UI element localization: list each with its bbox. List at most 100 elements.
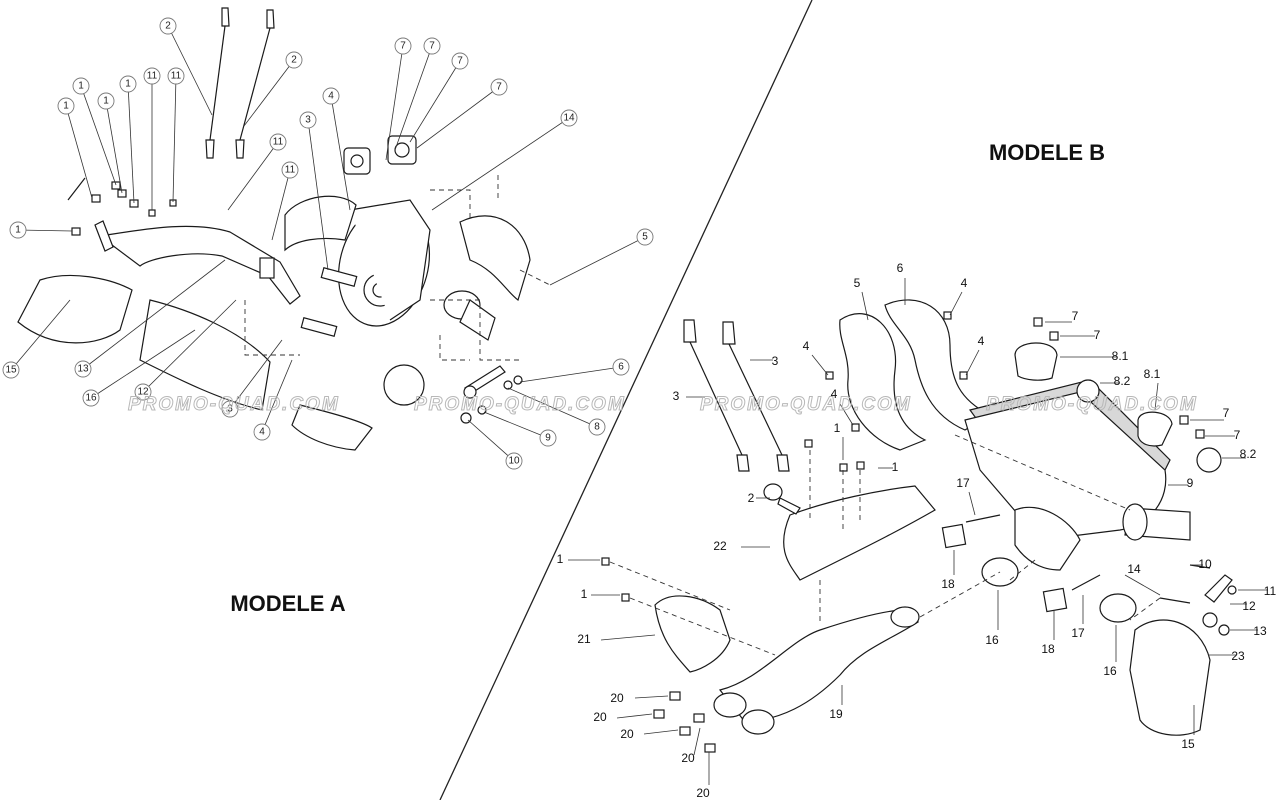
callout-b: 5 (854, 276, 869, 321)
callout-a: 13 (74, 259, 226, 378)
callout-a: 7 (394, 37, 441, 151)
divider-line (439, 0, 813, 800)
clamp-b16b (1099, 593, 1137, 623)
callout-number: 4 (259, 427, 265, 438)
callout-number: 4 (961, 276, 968, 290)
watermark-4: PROMO-QUAD.COM (986, 394, 1198, 415)
callout-number: 20 (593, 710, 607, 724)
callout-a: 11 (227, 133, 287, 211)
callout-b: 21 (577, 632, 656, 646)
callout-b: 2 (748, 491, 770, 505)
callout-a: 7 (416, 78, 508, 149)
callout-b: 18 (941, 550, 955, 591)
callout-number: 1 (78, 81, 84, 92)
callout-a: 11 (143, 67, 161, 210)
watermark-band: PROMO-QUAD.COM PROMO-QUAD.COM PROMO-QUAD… (128, 394, 1198, 416)
bolts-a-left (67, 177, 177, 236)
o2-sensor-b2 (722, 321, 790, 472)
callout-number: 7 (1223, 406, 1230, 420)
model-a-drawing (17, 7, 551, 451)
muffler-shield-a-left (284, 195, 357, 252)
callout-number: 7 (400, 41, 406, 52)
callout-a: 1 (9, 221, 73, 239)
callout-number: 14 (563, 113, 575, 124)
muffler-shield-a-right (459, 215, 531, 302)
callout-number: 7 (429, 41, 435, 52)
callout-b: 13 (1230, 624, 1267, 638)
callout-b: 8.1 (1060, 349, 1129, 363)
callout-b: 7 (1205, 428, 1241, 442)
title-modele-b: MODELE B (989, 140, 1105, 165)
callout-number: 20 (620, 727, 634, 741)
callout-number: 8.2 (1240, 447, 1257, 461)
callout-a: 1 (72, 77, 117, 186)
callout-b: 11 (1238, 584, 1277, 598)
callout-number: 3 (772, 354, 779, 368)
heat-shield-a15 (17, 274, 133, 344)
callout-number: 3 (673, 389, 680, 403)
tailpipe-a (443, 290, 496, 341)
callout-number: 10 (1198, 557, 1212, 571)
callout-b: 23 (1208, 649, 1245, 663)
heat-shield-b22 (783, 485, 936, 581)
callout-a: 14 (431, 109, 578, 211)
clamp-ring-a (383, 364, 425, 406)
callout-a: 9 (483, 411, 557, 447)
callout-number: 7 (1234, 428, 1241, 442)
callout-number: 7 (496, 82, 502, 93)
callout-number: 2 (291, 55, 297, 66)
heat-shield-a16 (139, 299, 271, 411)
callout-number: 11 (171, 71, 182, 82)
o2-sensor-a1 (205, 7, 230, 159)
callout-a: 4 (253, 359, 293, 441)
header-pipe-b19 (718, 609, 920, 723)
callout-number: 13 (77, 364, 89, 375)
callout-number: 13 (1253, 624, 1267, 638)
callout-b: 20 (681, 727, 701, 765)
bracket-a (460, 365, 523, 424)
o2-sensor-b1 (683, 319, 750, 472)
heat-shield-b21 (654, 595, 731, 673)
callout-b: 3 (673, 389, 705, 403)
callout-b: 8.1 (1144, 367, 1161, 411)
callout-a: 6 (519, 358, 630, 383)
callout-a: 16 (82, 329, 196, 407)
callout-number: 8 (594, 422, 600, 433)
callout-b: 1 (581, 587, 620, 601)
callout-b: 4 (965, 334, 985, 376)
callout-b: 20 (696, 752, 710, 800)
grommet-b2 (763, 483, 801, 515)
callout-number: 7 (1094, 328, 1101, 342)
callout-number: 7 (457, 56, 463, 67)
callout-number: 8.1 (1112, 349, 1129, 363)
callout-b: 1 (834, 421, 844, 460)
callout-a: 1 (97, 92, 123, 194)
callout-number: 2 (748, 491, 755, 505)
callout-number: 11 (273, 137, 284, 148)
callout-a: 11 (271, 161, 299, 241)
callout-a: 5 (549, 228, 654, 286)
heat-shield-b5 (839, 313, 927, 451)
callout-b: 20 (610, 691, 669, 705)
callout-number: 5 (642, 232, 648, 243)
callout-b: 9 (1168, 476, 1194, 490)
callout-number: 20 (681, 751, 695, 765)
callout-b: 20 (620, 727, 679, 741)
callout-number: 2 (165, 21, 171, 32)
callout-a: 7 (409, 52, 469, 143)
callout-number: 1 (63, 101, 69, 112)
callout-number: 1 (581, 587, 588, 601)
callout-a: 2 (159, 17, 213, 116)
callout-a: 3 (221, 339, 283, 418)
callout-b: 4 (949, 276, 968, 316)
callout-number: 12 (137, 387, 149, 398)
callout-number: 4 (978, 334, 985, 348)
callout-b: 1 (878, 460, 899, 474)
callout-number: 3 (227, 404, 233, 415)
connector-pipe-b (1014, 506, 1081, 571)
callout-number: 21 (577, 632, 591, 646)
callout-number: 20 (696, 786, 710, 800)
callout-a: 15 (2, 299, 71, 379)
heat-shield-b23 (1129, 619, 1211, 736)
